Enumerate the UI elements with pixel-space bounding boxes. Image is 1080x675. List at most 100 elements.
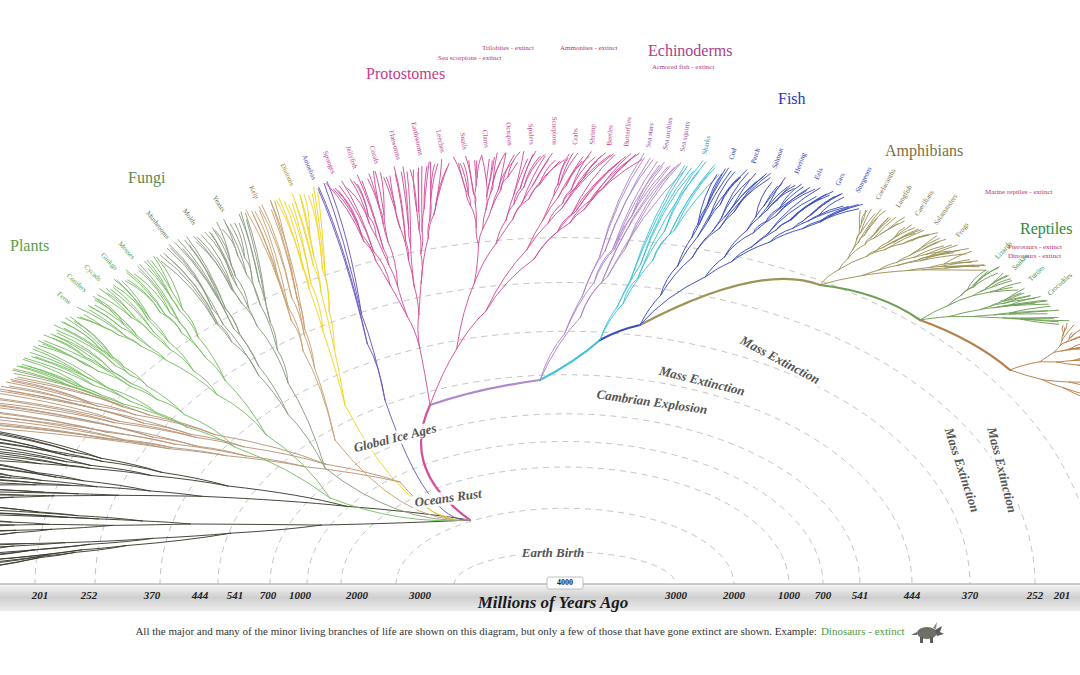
lineage-trunk [430, 380, 540, 405]
axis-number: 4000 [557, 579, 573, 587]
caption-row: All the major and many of the minor livi… [0, 620, 1080, 644]
species-label: Caecilians [914, 190, 936, 218]
species-label: Diatoms [278, 163, 295, 188]
axis-number: 370 [144, 590, 161, 602]
clade-branches [14, 256, 470, 520]
species-label: Corals [368, 145, 380, 165]
clade-branches [318, 182, 470, 520]
event-label: Earth Birth [520, 546, 587, 560]
extinct-note: Sea scorpions - extinct [438, 55, 502, 62]
axis-number: 444 [192, 590, 209, 602]
group-heading: Reptiles [1020, 221, 1072, 238]
axis-number: 2000 [346, 590, 368, 602]
group-heading: Plants [10, 238, 49, 255]
event-label: Global Ice Ages [350, 421, 439, 456]
extinct-note: Pterosaurs - extinct [1008, 244, 1062, 251]
species-label: Snails [458, 132, 468, 150]
axis-title: Millions of Years Ago [478, 594, 629, 612]
species-label: Turtles [1027, 264, 1046, 283]
time-ring [341, 467, 789, 585]
species-label: Cycads [83, 263, 103, 283]
clade-branches [920, 267, 1069, 324]
axis-number: 2000 [723, 590, 745, 602]
group-heading: Fungi [128, 170, 165, 187]
species-label: Flatworms [386, 129, 401, 160]
species-label: Coelacanths [875, 168, 898, 201]
species-label: Shrimp [590, 124, 598, 145]
group-heading: Echinoderms [648, 43, 732, 60]
axis-number: 201 [1054, 590, 1071, 602]
clade-branches [1010, 323, 1080, 440]
extinct-example: Dinosaurs - extinct [821, 626, 905, 638]
time-ring [218, 375, 912, 585]
event-label: Mass Extinction [736, 332, 823, 387]
event-label: Mass Extinction [656, 363, 748, 398]
species-label: Jellyfish [343, 145, 358, 170]
species-label: Spiders [526, 124, 534, 145]
extinct-note: Marine reptiles - extinct [985, 189, 1052, 196]
species-label: Herring [793, 152, 808, 175]
caption: All the major and many of the minor livi… [135, 626, 817, 638]
clade-branches [820, 209, 986, 285]
triceratops-icon [911, 620, 945, 644]
axis-number: 201 [32, 590, 49, 602]
species-label: Beetles [606, 124, 615, 145]
species-label: Gars [835, 172, 847, 187]
group-heading: Fish [778, 91, 806, 108]
species-label: Amoebas [299, 154, 316, 181]
lineage-trunk [540, 340, 600, 380]
extinct-note: Ammonites - extinct [560, 45, 618, 52]
species-label: Sponges [321, 150, 336, 175]
group-heading: Protostomes [366, 66, 445, 83]
species-label: Mosses [116, 241, 136, 262]
time-ring [35, 238, 1080, 585]
axis-number: 3000 [665, 590, 687, 602]
species-label: Ferns [55, 291, 72, 307]
axis-number: 252 [81, 590, 98, 602]
species-label: Cod [729, 147, 739, 160]
axis-number: 1000 [289, 590, 311, 602]
species-label: Molds [181, 208, 197, 227]
clade-branches [640, 168, 862, 325]
extinct-note: Dinosaurs - extinct [1008, 253, 1061, 260]
species-label: Earthworms [409, 121, 424, 156]
event-label: Mass Extinction [984, 424, 1019, 516]
species-label: Sturgeons [855, 166, 874, 194]
species-label: Scorpions [550, 116, 558, 144]
clade-branches [326, 151, 642, 405]
species-label: Sea squirts [679, 121, 692, 152]
species-label: Crabs [573, 128, 581, 144]
axis-number: 370 [962, 590, 979, 602]
extinct-note: Armored fish - extinct [652, 64, 714, 71]
time-ring [160, 331, 970, 585]
species-label: Mushrooms [144, 210, 170, 241]
species-label: Crocodiles [1046, 272, 1074, 298]
species-label: Lungfish [895, 184, 914, 209]
axis-number: 700 [815, 590, 832, 602]
species-label: Kelp [247, 185, 260, 200]
species-label: Sharks [701, 135, 712, 155]
lineage-trunk [920, 320, 1010, 370]
species-label: Leeches [434, 129, 446, 153]
tree-branches [0, 151, 1080, 575]
axis-number: 700 [260, 590, 277, 602]
time-axis-bar [0, 584, 1080, 611]
species-label: Clams [480, 129, 489, 148]
axis-number: 1000 [778, 590, 800, 602]
group-heading: Amphibians [885, 143, 963, 160]
clade-branches [0, 370, 470, 520]
clade-branches [277, 187, 470, 520]
axis-number: 541 [852, 590, 869, 602]
species-label: Octopus [503, 122, 512, 146]
species-label: Salamanders [933, 193, 960, 227]
lineage-trunk [820, 285, 920, 320]
species-label: Yeasts [210, 195, 226, 214]
axis-line [0, 584, 1080, 585]
event-label: Cambrian Explosion [594, 387, 710, 417]
time-rings [35, 238, 1080, 585]
extinct-note: Trilobites - extinct [482, 45, 534, 52]
axis-center-tab [547, 577, 583, 589]
axis-number: 252 [1027, 590, 1044, 602]
time-ring [95, 283, 1035, 586]
time-ring [270, 414, 860, 585]
